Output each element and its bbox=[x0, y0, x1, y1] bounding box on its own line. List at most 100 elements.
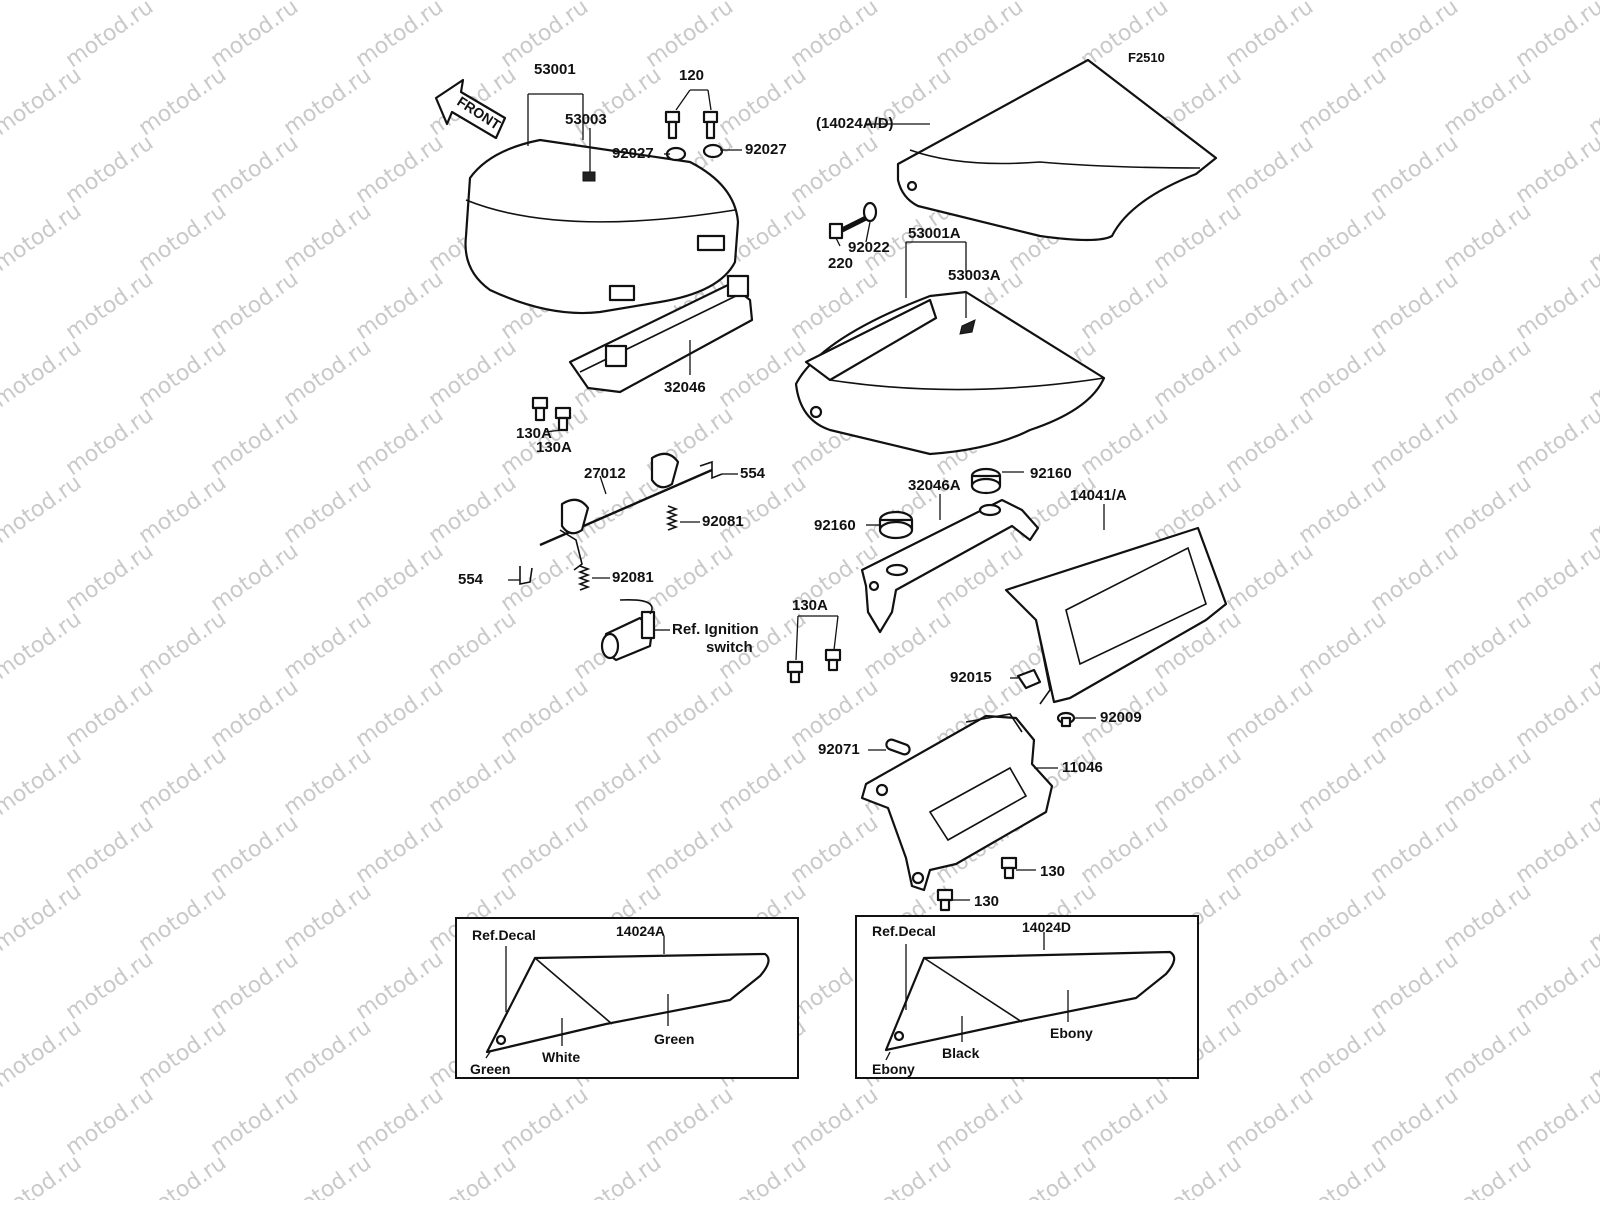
label-130-upper: 130 bbox=[1040, 863, 1065, 880]
watermark-text: motod.ru bbox=[351, 947, 448, 1025]
decal-right-part: 14024D bbox=[1022, 919, 1071, 935]
watermark-text: motod.ru bbox=[1221, 947, 1318, 1025]
label-220: 220 bbox=[828, 255, 853, 272]
watermark-text: motod.ru bbox=[786, 0, 883, 73]
watermark-text: motod.ru bbox=[0, 471, 86, 549]
decal-left-color-corner: Green bbox=[470, 1061, 510, 1077]
watermark-text: motod.ru bbox=[1511, 675, 1600, 753]
label-92015: 92015 bbox=[950, 669, 992, 686]
watermark-text: motod.ru bbox=[0, 607, 86, 685]
watermark-text: motod.ru bbox=[1149, 743, 1246, 821]
washer-92027-right bbox=[702, 143, 724, 159]
watermark-text: motod.ru bbox=[641, 539, 738, 617]
watermark-text: motod.ru bbox=[1294, 743, 1391, 821]
watermark-text: motod.ru bbox=[351, 1083, 448, 1161]
watermark-text: motod.ru bbox=[1511, 403, 1600, 481]
watermark-text: motod.ru bbox=[351, 403, 448, 481]
watermark-text: motod.ru bbox=[134, 199, 231, 277]
watermark-text: motod.ru bbox=[0, 199, 86, 277]
watermark-text: motod.ru bbox=[1439, 607, 1536, 685]
watermark-text: motod.ru bbox=[351, 539, 448, 617]
watermark-text: motod.ru bbox=[786, 811, 883, 889]
watermark-text: motod.ru bbox=[1366, 403, 1463, 481]
label-92027-left: 92027 bbox=[612, 145, 654, 162]
watermark-text: motod.ru bbox=[1584, 471, 1600, 549]
watermark-text: motod.ru bbox=[1221, 403, 1318, 481]
label-92022: 92022 bbox=[848, 239, 890, 256]
watermark-text: motod.ru bbox=[1221, 675, 1318, 753]
seat-lock-rod-27012 bbox=[519, 452, 723, 585]
watermark-text: motod.ru bbox=[206, 1083, 303, 1161]
watermark-text: motod.ru bbox=[1366, 539, 1463, 617]
watermark-text: motod.ru bbox=[1294, 335, 1391, 413]
watermark-text: motod.ru bbox=[61, 539, 158, 617]
label-14024AD: (14024A/D) bbox=[816, 115, 894, 132]
decal-right-color-middle: Black bbox=[942, 1045, 980, 1061]
watermark-text: motod.ru bbox=[206, 403, 303, 481]
watermark-text: motod.ru bbox=[1439, 879, 1536, 957]
screw-92009 bbox=[1056, 711, 1076, 728]
watermark-text: motod.ru bbox=[134, 63, 231, 141]
watermark-text: motod.ru bbox=[1366, 947, 1463, 1025]
grommet-92160-left bbox=[878, 510, 914, 540]
decal-inset-14024D: Ref.Decal 14024D Ebony Black Ebony bbox=[855, 915, 1199, 1079]
grommet-92160-top bbox=[970, 467, 1002, 495]
spring-92081-top bbox=[665, 505, 679, 531]
watermark-text: motod.ru bbox=[1294, 1151, 1391, 1200]
watermark-text: motod.ru bbox=[61, 675, 158, 753]
watermark-text: motod.ru bbox=[1439, 335, 1536, 413]
watermark-text: motod.ru bbox=[1366, 267, 1463, 345]
decal-left-ref: Ref.Decal bbox=[472, 927, 536, 943]
bolt-130A-4 bbox=[824, 648, 842, 672]
watermark-text: motod.ru bbox=[1584, 879, 1600, 957]
watermark-text: motod.ru bbox=[424, 607, 521, 685]
watermark-text: motod.ru bbox=[279, 1015, 376, 1093]
watermark-text: motod.ru bbox=[61, 1083, 158, 1161]
seat-tab bbox=[582, 171, 596, 182]
watermark-text: motod.ru bbox=[424, 335, 521, 413]
watermark-text: motod.ru bbox=[1584, 1151, 1600, 1200]
watermark-text: motod.ru bbox=[206, 131, 303, 209]
label-ref-ignition: Ref. Ignition bbox=[672, 621, 759, 638]
bolt-130A-3 bbox=[786, 660, 804, 684]
watermark-text: motod.ru bbox=[134, 607, 231, 685]
watermark-text: motod.ru bbox=[1221, 0, 1318, 73]
watermark-text: motod.ru bbox=[1584, 63, 1600, 141]
watermark-text: motod.ru bbox=[1511, 811, 1600, 889]
watermark-text: motod.ru bbox=[1584, 1015, 1600, 1093]
leader-lines bbox=[508, 89, 1105, 901]
watermark-text: motod.ru bbox=[714, 1151, 811, 1200]
watermark-text: motod.ru bbox=[496, 1083, 593, 1161]
watermark-text: motod.ru bbox=[0, 335, 86, 413]
watermark-text: motod.ru bbox=[1439, 743, 1536, 821]
bolt-220 bbox=[828, 215, 868, 240]
label-53003: 53003 bbox=[565, 111, 607, 128]
tail-cover-14024AD bbox=[896, 58, 1218, 242]
watermark-text: motod.ru bbox=[61, 811, 158, 889]
watermark-text: motod.ru bbox=[1294, 607, 1391, 685]
watermark-text: motod.ru bbox=[1366, 811, 1463, 889]
label-32046A: 32046A bbox=[908, 477, 961, 494]
watermark-text: motod.ru bbox=[351, 131, 448, 209]
watermark-text: motod.ru bbox=[1439, 1151, 1536, 1200]
watermark-text: motod.ru bbox=[279, 879, 376, 957]
bracket-11046 bbox=[860, 713, 1054, 892]
watermark-text: motod.ru bbox=[1584, 335, 1600, 413]
side-cover-14041A bbox=[1004, 526, 1228, 705]
watermark-text: motod.ru bbox=[496, 811, 593, 889]
watermark-text: motod.ru bbox=[1294, 879, 1391, 957]
watermark-text: motod.ru bbox=[61, 403, 158, 481]
spring-92081-bottom bbox=[577, 565, 591, 591]
bolt-130-upper bbox=[1000, 856, 1018, 880]
label-ref-ignition-switch: switch bbox=[706, 639, 753, 656]
label-92160-left: 92160 bbox=[814, 517, 856, 534]
label-130A-1: 130A bbox=[516, 425, 552, 442]
watermark-text: motod.ru bbox=[931, 0, 1028, 73]
watermark-text: motod.ru bbox=[1149, 1151, 1246, 1200]
watermark-text: motod.ru bbox=[1076, 403, 1173, 481]
watermark-text: motod.ru bbox=[714, 471, 811, 549]
watermark-text: motod.ru bbox=[61, 267, 158, 345]
cushion-92071 bbox=[885, 738, 911, 756]
decal-left-part: 14024A bbox=[616, 923, 665, 939]
seat-53001A bbox=[794, 290, 1106, 456]
